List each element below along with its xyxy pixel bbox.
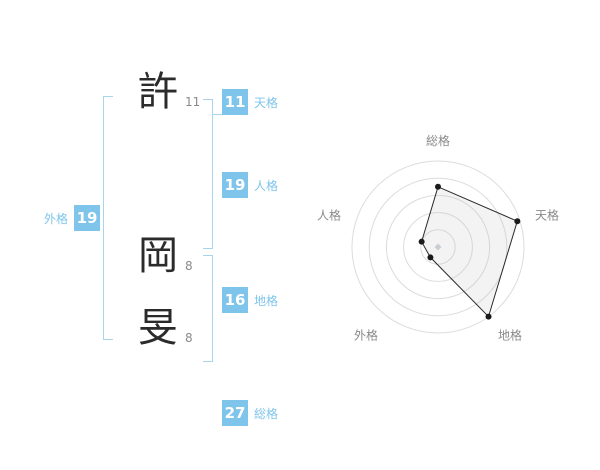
- gaikaku-bracket: [103, 96, 113, 340]
- jinkaku-label: 人格: [254, 178, 279, 193]
- grid-jinkaku: 19 人格: [222, 172, 278, 198]
- radar-ring: [420, 229, 456, 265]
- radar-axis-label: 地格: [498, 328, 522, 343]
- radar-axis-label: 天格: [535, 207, 559, 222]
- chikaku-bracket: [203, 255, 213, 362]
- jinkaku-bracket: [203, 99, 213, 249]
- gaikaku-label: 外格: [44, 211, 69, 226]
- grid-gaikaku: 外格 19: [44, 205, 101, 231]
- radar-axis-label: 総格: [426, 133, 450, 148]
- stroke-count: 8: [185, 259, 193, 273]
- grid-chikaku: 16 地格: [222, 287, 278, 313]
- radar-point: [427, 254, 434, 261]
- name-character-glyph: 旻: [138, 305, 178, 351]
- radar-polygon: [421, 186, 518, 318]
- radar-point: [514, 218, 521, 225]
- name-character-3: 旻 8: [138, 308, 193, 348]
- radar-point: [435, 183, 441, 190]
- radar-center-marker: [434, 243, 442, 251]
- soukaku-value-badge: 27: [222, 400, 248, 426]
- name-character-1: 許 11: [138, 72, 200, 112]
- radar-ring: [368, 177, 508, 317]
- grid-tenkaku: 11 天格: [222, 89, 278, 115]
- name-character-glyph: 岡: [138, 233, 178, 279]
- soukaku-label: 総格: [254, 406, 279, 421]
- tenkaku-value-badge: 11: [222, 89, 248, 115]
- radar-point: [418, 238, 425, 245]
- stroke-count: 11: [185, 95, 201, 109]
- radar-point: [485, 313, 492, 320]
- radar-ring: [385, 194, 491, 300]
- jinkaku-value-badge: 19: [222, 172, 248, 198]
- grid-soukaku: 27 総格: [222, 400, 278, 426]
- name-character-2: 岡 8: [138, 236, 193, 276]
- name-character-glyph: 許: [138, 69, 178, 115]
- tenkaku-label: 天格: [254, 95, 279, 110]
- radar-axis-label: 外格: [354, 328, 378, 343]
- radar-ring: [403, 212, 473, 282]
- radar-ring: [351, 160, 525, 334]
- tenkaku-connector-line: [212, 114, 222, 115]
- chikaku-label: 地格: [254, 293, 279, 308]
- chikaku-value-badge: 16: [222, 287, 248, 313]
- radar-chart-area: 総格天格地格 外格 人格: [298, 112, 583, 371]
- stroke-count: 8: [185, 331, 193, 345]
- gaikaku-value-badge: 19: [74, 205, 101, 231]
- radar-axis-label: 人格: [317, 207, 341, 222]
